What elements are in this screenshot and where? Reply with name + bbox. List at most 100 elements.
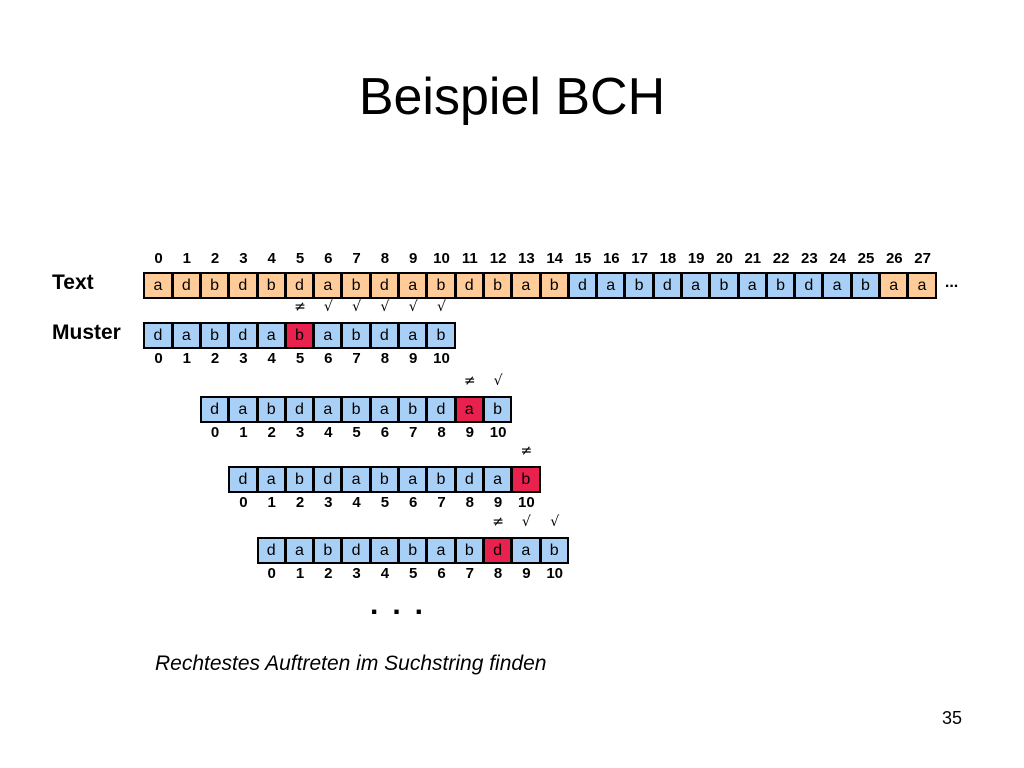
index-label: 27 <box>914 250 931 267</box>
index-label: 5 <box>409 565 418 582</box>
cell: d <box>654 274 680 297</box>
index-label: 9 <box>465 424 474 441</box>
cell: a <box>739 274 765 297</box>
index-label: 7 <box>465 565 474 582</box>
index-label: 3 <box>239 350 248 367</box>
index-label: 8 <box>493 565 503 582</box>
cell: a <box>513 274 539 297</box>
index-label: 5 <box>380 494 390 511</box>
cell: a <box>682 274 709 297</box>
index-label: 4 <box>267 350 276 367</box>
pattern-label: Muster <box>52 321 121 344</box>
index-label: 0 <box>154 250 163 267</box>
cell: b <box>428 324 454 347</box>
match-mark: √ <box>521 514 531 530</box>
cell: b <box>371 468 398 491</box>
cell: b <box>852 274 879 297</box>
index-label: 20 <box>716 250 733 267</box>
cell: a <box>173 324 199 347</box>
index-label: 0 <box>210 424 220 441</box>
index-label: 6 <box>409 494 418 511</box>
index-label: 1 <box>295 565 305 582</box>
cell: d <box>796 274 822 297</box>
match-mark: √ <box>380 299 390 315</box>
index-label: 9 <box>409 250 418 267</box>
index-label: 14 <box>546 250 564 267</box>
index-label: 5 <box>295 350 305 367</box>
index-label: 10 <box>546 565 564 582</box>
cell: a <box>286 539 313 562</box>
cell: d <box>371 324 398 347</box>
cell: d <box>286 398 313 421</box>
cell: a <box>315 398 341 421</box>
mismatch-mark: ≠ <box>520 443 533 459</box>
cell: b <box>513 468 539 491</box>
index-label: 25 <box>857 250 875 267</box>
index-label: 15 <box>574 250 592 267</box>
cell: b <box>400 398 426 421</box>
index-label: 2 <box>295 494 305 511</box>
index-label: 1 <box>267 494 276 511</box>
index-label: 6 <box>380 424 390 441</box>
cell: b <box>343 324 369 347</box>
index-label: 17 <box>631 250 648 267</box>
cell: a <box>343 468 369 491</box>
cell: b <box>201 274 228 297</box>
cell: b <box>428 468 454 491</box>
index-label: 1 <box>182 250 191 267</box>
index-label: 10 <box>433 350 450 367</box>
cell: d <box>258 539 284 562</box>
match-mark: √ <box>408 299 418 315</box>
cell: b <box>286 324 313 347</box>
cell: b <box>315 539 341 562</box>
index-label: 26 <box>885 250 903 267</box>
cell: d <box>230 274 256 297</box>
index-label: 9 <box>493 494 503 511</box>
cell: b <box>456 539 482 562</box>
cell: d <box>484 539 511 562</box>
cell: b <box>484 274 511 297</box>
cell: b <box>428 274 454 297</box>
cell: d <box>371 274 398 297</box>
index-label: 0 <box>154 350 163 367</box>
index-label: 7 <box>352 250 361 267</box>
index-label: 1 <box>182 350 191 367</box>
cell: d <box>315 468 341 491</box>
cell: b <box>541 274 567 297</box>
index-label: 9 <box>522 565 531 582</box>
cell: d <box>456 274 482 297</box>
cell: a <box>909 274 935 297</box>
index-label: 8 <box>380 350 390 367</box>
continuation-ellipsis: ... <box>370 588 438 621</box>
index-label: 2 <box>267 424 276 441</box>
index-label: 3 <box>324 494 333 511</box>
cell: a <box>400 468 426 491</box>
index-label: 5 <box>295 250 305 267</box>
index-label: 22 <box>772 250 790 267</box>
mismatch-mark: ≠ <box>492 514 504 530</box>
index-label: 7 <box>409 424 418 441</box>
cell: a <box>598 274 624 297</box>
cell: a <box>881 274 907 297</box>
cell: d <box>286 274 313 297</box>
cell: b <box>541 539 567 562</box>
index-label: 7 <box>437 494 446 511</box>
index-label: 13 <box>518 250 535 267</box>
cell: b <box>343 274 369 297</box>
cell: b <box>286 468 313 491</box>
cell: b <box>767 274 794 297</box>
index-label: 4 <box>324 424 333 441</box>
index-label: 10 <box>489 424 507 441</box>
cell: a <box>513 539 539 562</box>
cell: a <box>484 468 511 491</box>
index-label: 19 <box>687 250 705 267</box>
index-label: 24 <box>829 250 847 267</box>
mismatch-mark: ≠ <box>463 373 476 389</box>
cell: b <box>626 274 652 297</box>
cell: d <box>428 398 454 421</box>
cell: a <box>400 274 426 297</box>
index-label: 5 <box>352 424 361 441</box>
cell: d <box>456 468 482 491</box>
